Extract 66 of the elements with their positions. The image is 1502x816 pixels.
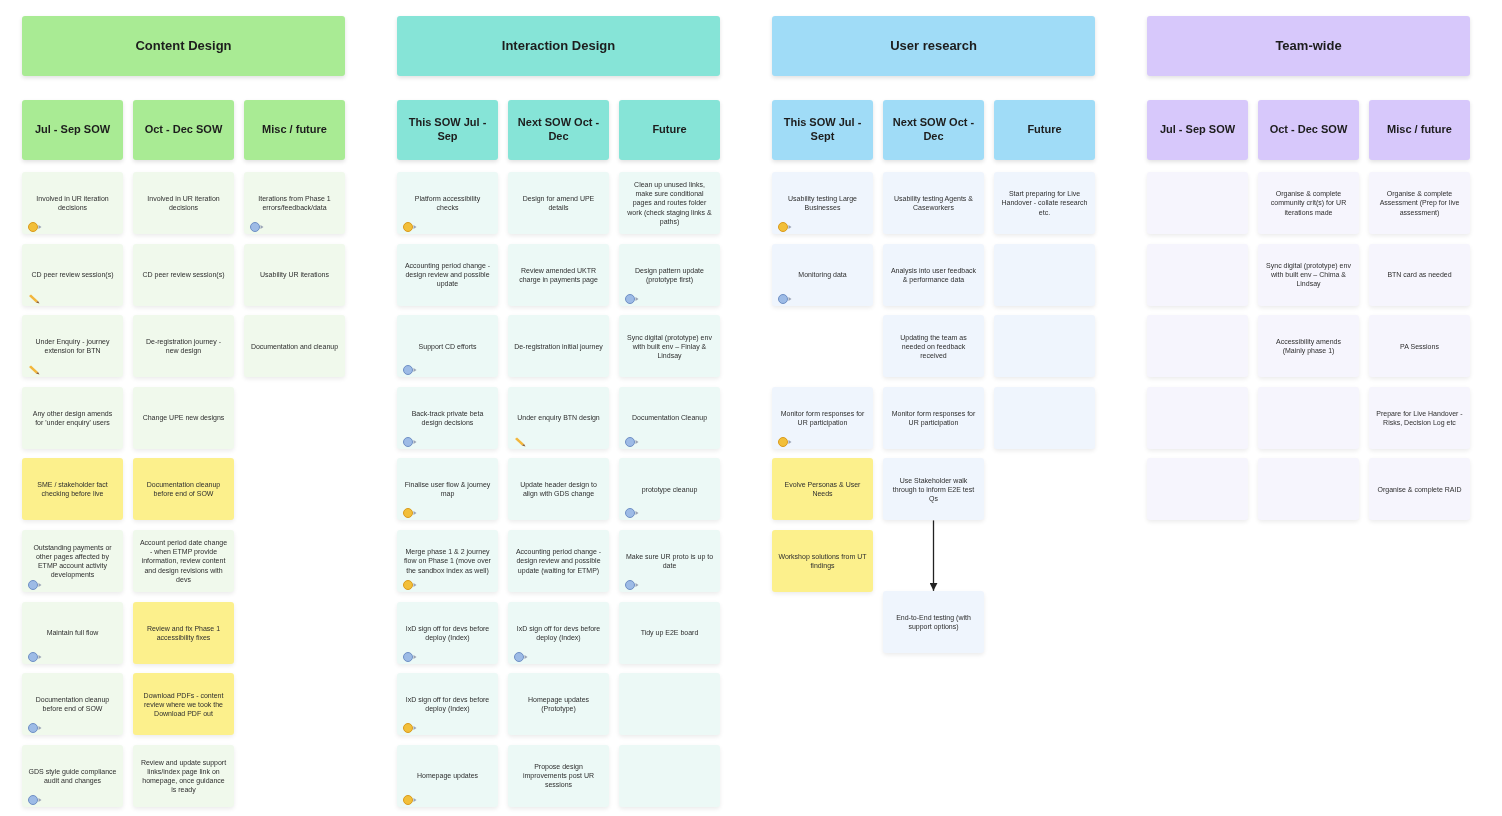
sticky-note [619, 386, 720, 449]
sticky-note [397, 458, 498, 521]
header-text: Interaction Design [501, 37, 616, 55]
sticky-note [508, 386, 609, 449]
sticky-note [22, 243, 123, 306]
sticky-note [133, 458, 234, 521]
sticky-note [22, 458, 123, 521]
sticky-note [244, 172, 345, 234]
sticky-note [397, 673, 498, 736]
column-header [244, 100, 345, 160]
sticky-note [22, 172, 123, 234]
header-text: Content Design [135, 37, 232, 55]
column-header [133, 100, 234, 160]
sticky-note [397, 530, 498, 592]
sticky-note [133, 673, 234, 736]
column-header [1147, 100, 1248, 160]
sticky-note [22, 530, 123, 592]
header-text: Jul - Sep SOW [1158, 123, 1237, 137]
sticky-note [133, 601, 234, 664]
section-header [397, 16, 720, 76]
header-text: Misc / future [1386, 123, 1453, 137]
header-text: Next SOW Oct - Dec [891, 116, 976, 144]
sticky-note [22, 673, 123, 736]
column-header [772, 100, 873, 160]
arrow [929, 519, 938, 592]
sticky-note [772, 530, 873, 592]
sticky-note [397, 315, 498, 378]
sticky-note [619, 530, 720, 592]
header-text: Oct - Dec SOW [143, 123, 224, 137]
section-header [22, 16, 345, 76]
sticky-note [772, 172, 873, 234]
header-text: Future [1026, 123, 1063, 137]
header-text: Team-wide [1275, 37, 1342, 55]
sticky-note [397, 386, 498, 449]
column-header [397, 100, 498, 160]
sticky-note [883, 458, 984, 521]
header-text: This SOW Jul - Sep [407, 116, 488, 144]
header-text: User research [890, 37, 977, 55]
sticky-note [397, 172, 498, 234]
header-text: Misc / future [261, 123, 328, 137]
sticky-note [397, 601, 498, 664]
sticky-note [619, 243, 720, 306]
header-text: Next SOW Oct - Dec [516, 116, 601, 144]
column-header [619, 100, 720, 160]
header-text: Future [651, 123, 688, 137]
sticky-note [22, 601, 123, 664]
sticky-note [619, 458, 720, 521]
column-header [508, 100, 609, 160]
sticky-note [883, 590, 984, 653]
column-header [994, 100, 1095, 160]
sticky-note [772, 386, 873, 449]
column-header [883, 100, 984, 160]
sticky-note [22, 744, 123, 807]
sticky-note [772, 458, 873, 521]
header-text: Oct - Dec SOW [1268, 123, 1349, 137]
sticky-note [397, 744, 498, 807]
sticky-note [22, 315, 123, 378]
section-header [1147, 16, 1470, 76]
section-header [772, 16, 1095, 76]
sticky-note [772, 243, 873, 306]
column-header [1258, 100, 1359, 160]
column-header [1369, 100, 1470, 160]
header-text: This SOW Jul - Sept [782, 116, 863, 144]
sticky-note [508, 601, 609, 664]
column-header [22, 100, 123, 160]
header-text: Jul - Sep SOW [33, 123, 112, 137]
